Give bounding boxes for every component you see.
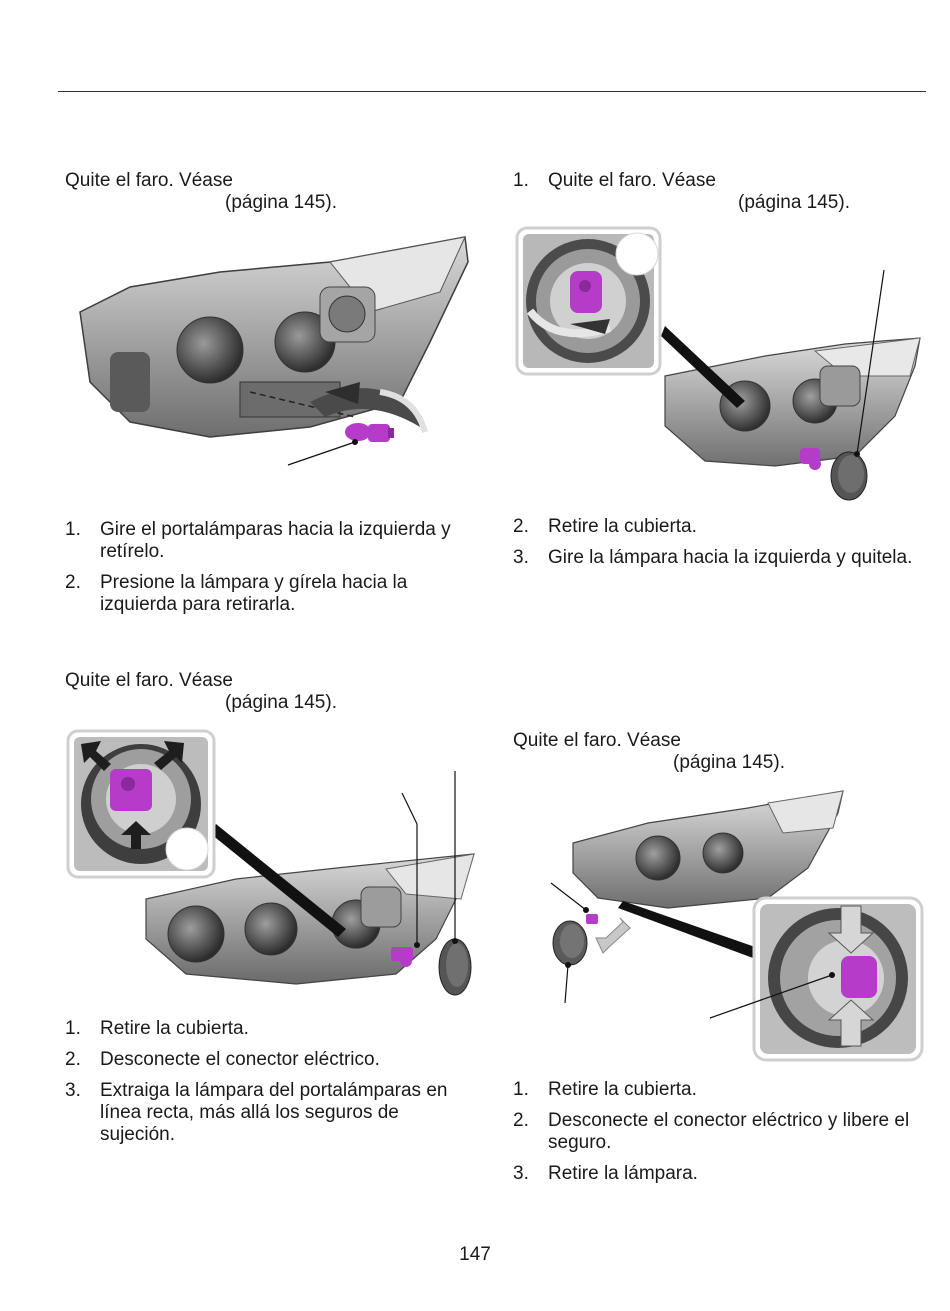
step-text: Gire la lámpara hacia la izquierda y qui… xyxy=(548,547,913,568)
step-text: Retire la cubierta. xyxy=(548,516,697,537)
step-number: 3. xyxy=(513,1163,529,1184)
intro-text: Quite el faro. Véase xyxy=(65,670,233,691)
step-number: 2. xyxy=(65,572,81,593)
list-item: 3. Gire la lámpara hacia la izquierda y … xyxy=(513,547,913,569)
bulb-icon xyxy=(800,448,821,470)
step-text: Retire la cubierta. xyxy=(548,1079,697,1100)
step-number: 2. xyxy=(513,1110,529,1131)
step-text: Extraiga la lámpara del portalámparas en… xyxy=(100,1080,448,1145)
intro-text: Quite el faro. Véase xyxy=(513,730,681,751)
list-item: 3. Retire la lámpara. xyxy=(513,1163,913,1185)
steps-top-left: 1. Gire el portalámparas hacia la izquie… xyxy=(65,519,465,625)
header-rule xyxy=(58,91,926,92)
intro-top-right: 1. Quite el faro. Véase (página 145). xyxy=(513,170,913,214)
bulb-icon xyxy=(586,914,598,924)
headlamp-figure-4 xyxy=(550,790,924,1062)
cover-cap-icon xyxy=(438,938,472,996)
step-text: Retire la cubierta. xyxy=(100,1018,249,1039)
step-number: 3. xyxy=(513,547,529,568)
list-item: 2. Desconecte el conector eléctrico. xyxy=(65,1049,475,1071)
step-number: 2. xyxy=(513,516,529,537)
headlamp-figure-2 xyxy=(515,226,921,501)
detail-inset xyxy=(515,226,662,376)
headlamp-figure-1 xyxy=(79,236,469,466)
cover-cap-icon xyxy=(552,920,588,966)
intro-top-left: Quite el faro. Véase (página 145). xyxy=(65,170,337,214)
list-item: 3. Extraiga la lámpara del portalámparas… xyxy=(65,1080,475,1146)
headlamp-figure-3 xyxy=(66,729,475,996)
bulb-holder-icon xyxy=(345,423,394,442)
step-text: Desconecte el conector eléctrico. xyxy=(100,1049,380,1070)
page-reference: (página 145). xyxy=(225,692,337,713)
page-reference: (página 145). xyxy=(225,192,337,213)
step-number: 1. xyxy=(513,1079,529,1100)
page-reference: (página 145). xyxy=(673,752,785,773)
step-number: 1. xyxy=(65,1018,81,1039)
list-item: 2. Retire la cubierta. xyxy=(513,516,913,538)
intro-bottom-right: Quite el faro. Véase (página 145). xyxy=(513,730,785,774)
bulb-icon xyxy=(391,947,413,967)
list-item: 1. Retire la cubierta. xyxy=(65,1018,475,1040)
intro-text: Quite el faro. Véase xyxy=(548,170,716,191)
step-number: 1. xyxy=(513,170,529,191)
step-text: Presione la lámpara y gírela hacia la iz… xyxy=(100,572,408,615)
intro-text: Quite el faro. Véase xyxy=(65,170,233,191)
list-item: 1. Gire el portalámparas hacia la izquie… xyxy=(65,519,465,563)
list-item: 2. Presione la lámpara y gírela hacia la… xyxy=(65,572,465,616)
step-number: 3. xyxy=(65,1080,81,1101)
steps-bottom-right: 1. Retire la cubierta. 2. Desconecte el … xyxy=(513,1079,913,1194)
steps-top-right: 2. Retire la cubierta. 3. Gire la lámpar… xyxy=(513,516,913,578)
list-item: 2. Desconecte el conector eléctrico y li… xyxy=(513,1110,913,1154)
step-number: 2. xyxy=(65,1049,81,1070)
step-number: 1. xyxy=(65,519,81,540)
detail-inset xyxy=(66,729,216,879)
list-item: 1. Retire la cubierta. xyxy=(513,1079,913,1101)
step-text: Desconecte el conector eléctrico y liber… xyxy=(548,1110,910,1153)
cover-cap-icon xyxy=(830,451,868,501)
intro-bottom-left: Quite el faro. Véase (página 145). xyxy=(65,670,337,714)
detail-inset xyxy=(752,896,924,1062)
page-number: 147 xyxy=(459,1244,491,1265)
page-reference: (página 145). xyxy=(738,192,850,213)
steps-bottom-left: 1. Retire la cubierta. 2. Desconecte el … xyxy=(65,1018,475,1155)
step-text: Retire la lámpara. xyxy=(548,1163,698,1184)
step-text: Gire el portalámparas hacia la izquierda… xyxy=(100,519,451,562)
